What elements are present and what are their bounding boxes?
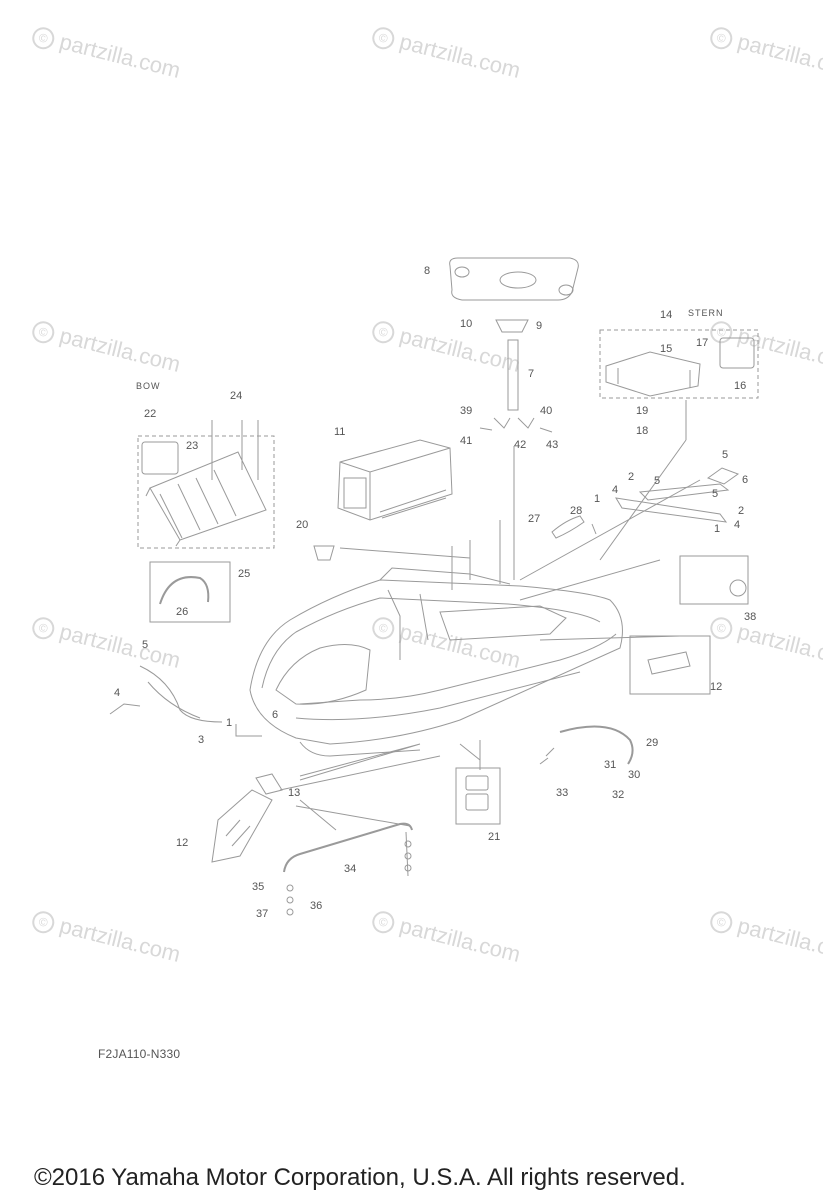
part-label-39: 39 [460,405,472,417]
bow-label: BOW [136,381,161,391]
part-label-9: 9 [536,320,542,332]
part-label-25: 25 [238,568,250,580]
part-label-41: 41 [460,435,472,447]
part-label-38: 38 [744,611,756,623]
diagram-code: F2JA110-N330 [98,1047,181,1061]
part-label-42: 42 [514,439,526,451]
grab-rail [283,822,413,873]
part-label-5: 5 [722,449,728,461]
part-label-29: 29 [646,737,658,749]
ladder [145,451,267,547]
part-label-34: 34 [344,863,356,875]
part-label-26: 26 [176,606,188,618]
part-label-1: 1 [594,493,600,505]
part-label-3: 3 [198,734,204,746]
part-label-17: 17 [696,337,708,349]
cover-plate [449,257,579,301]
copyright-footer: ©2016 Yamaha Motor Corporation, U.S.A. A… [34,1164,686,1191]
part-label-33: 33 [556,787,568,799]
part-label-37: 37 [256,908,268,920]
bow-callout-box [137,435,275,549]
part-label-4-left: 4 [114,687,120,699]
part-label-28: 28 [570,505,582,517]
hose-callout-box [149,561,231,623]
left-plate [211,789,273,863]
part-label-10: 10 [460,318,472,330]
part-label-40: 40 [540,405,552,417]
part-label-5c: 5 [712,488,718,500]
boat-hull [249,567,623,757]
part-label-4b: 4 [734,519,740,531]
part-label-11: 11 [334,426,345,438]
part-label-27: 27 [528,513,540,525]
part-label-24: 24 [230,390,242,402]
part-label-19: 19 [636,405,648,417]
cooler-box [337,439,453,521]
part-label-13: 13 [288,787,300,799]
part-label-18: 18 [636,425,648,437]
part-label-43: 43 [546,439,558,451]
part-label-6: 6 [742,474,748,486]
part-label-31: 31 [604,759,616,771]
part-label-14: 14 [660,309,672,321]
part-label-7: 7 [528,368,534,380]
cup-holder-part [495,319,529,333]
part-label-20: 20 [296,519,308,531]
part-label-2: 2 [628,471,634,483]
part-label-21: 21 [488,831,500,843]
stern-callout-box [599,329,759,399]
part-label-5b: 5 [654,475,660,487]
part-label-4: 4 [612,484,618,496]
part-label-36: 36 [310,900,322,912]
part-label-1b: 1 [714,523,720,535]
part-label-1-left: 1 [226,717,232,729]
part-label-12-left: 12 [176,837,188,849]
part-label-30: 30 [628,769,640,781]
part-label-22: 22 [144,408,156,420]
part-label-15: 15 [660,343,672,355]
part-label-5-left: 5 [142,639,148,651]
part-label-8: 8 [424,265,430,277]
stern-label: STERN [688,308,724,318]
part-label-32: 32 [612,789,624,801]
part-label-6-left: 6 [272,709,278,721]
part-label-12-right: 12 [710,681,722,693]
part-label-2b: 2 [738,505,744,517]
part-label-23: 23 [186,440,198,452]
part-label-35: 35 [252,881,264,893]
part-label-16: 16 [734,380,746,392]
